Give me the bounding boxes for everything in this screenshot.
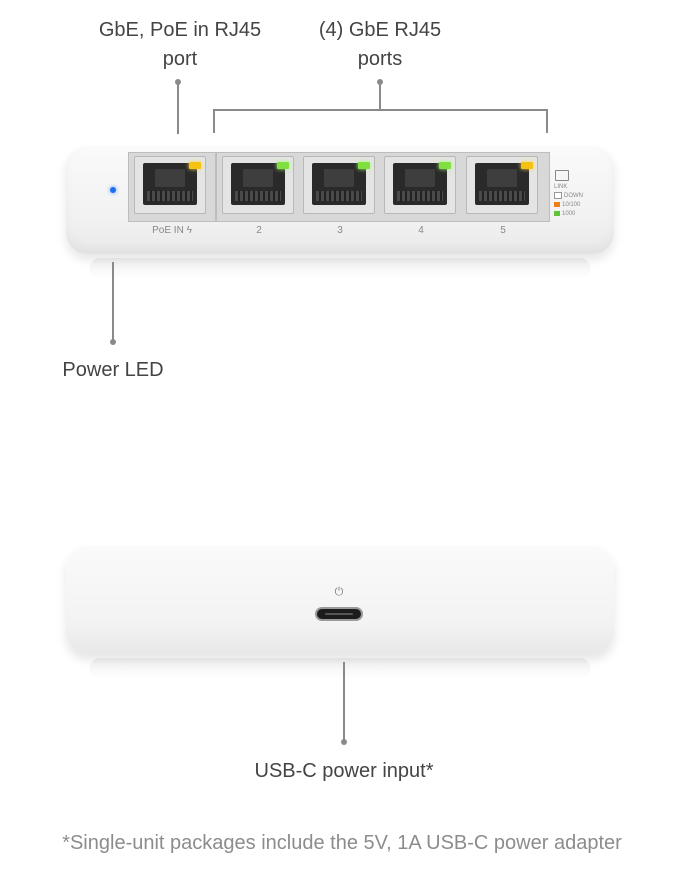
port-led — [521, 162, 533, 169]
port-led — [277, 162, 289, 169]
port-4 — [384, 156, 456, 214]
legend-item-down: DOWN — [554, 192, 583, 201]
port-5 — [466, 156, 538, 214]
port-poe-in — [134, 156, 206, 214]
usbc-callout-dot — [341, 739, 347, 745]
port-2 — [222, 156, 294, 214]
power-led-callout: Power LED — [62, 359, 164, 381]
port-led — [439, 162, 451, 169]
link-icon — [555, 170, 569, 181]
usbc-callout: USB-C power input* — [254, 760, 434, 782]
switch-back-panel — [66, 546, 614, 654]
port-label-3: 3 — [337, 225, 343, 236]
gbe-callout-line — [379, 82, 381, 111]
power-led-indicator — [110, 187, 116, 193]
poe-port-callout-line2: port — [162, 48, 198, 70]
power-led-callout-dot — [110, 339, 116, 345]
device-front-reflection — [90, 258, 590, 280]
led-legend: LINK DOWN 10/100 1000 — [554, 183, 583, 219]
gbe-bracket-left — [213, 109, 215, 133]
port-label-5: 5 — [500, 225, 506, 236]
gbe-callout-bracket — [213, 109, 548, 111]
poe-callout-line — [177, 82, 179, 134]
port-label-poe-in: PoE IN ϟ — [152, 225, 192, 236]
gbe-bracket-right — [546, 109, 548, 133]
port-3 — [303, 156, 375, 214]
rj45-jack — [143, 163, 197, 205]
port-label-4: 4 — [418, 225, 424, 236]
poe-port-callout: GbE, PoE in RJ45 port — [80, 16, 280, 74]
legend-title: LINK — [554, 184, 568, 190]
gbe-ports-callout-line2: ports — [357, 48, 403, 70]
usbc-port — [315, 607, 363, 621]
footnote: *Single-unit packages include the 5V, 1A… — [62, 832, 622, 854]
poe-port-callout-line1: GbE, PoE in RJ45 — [98, 19, 262, 41]
gbe-ports-callout: (4) GbE RJ45 ports — [280, 16, 480, 74]
port-label-2: 2 — [256, 225, 262, 236]
gbe-ports-callout-line1: (4) GbE RJ45 — [318, 19, 442, 41]
device-back-reflection — [90, 658, 590, 680]
legend-item-1000: 1000 — [554, 210, 583, 219]
rj45-jack — [393, 163, 447, 205]
port-led — [189, 162, 201, 169]
power-led-callout-line — [112, 262, 114, 342]
rj45-jack — [475, 163, 529, 205]
power-icon: ⏻ — [334, 586, 344, 598]
rj45-jack — [231, 163, 285, 205]
usbc-callout-line — [343, 662, 345, 742]
legend-item-10-100: 10/100 — [554, 201, 583, 210]
rj45-jack — [312, 163, 366, 205]
port-led — [358, 162, 370, 169]
